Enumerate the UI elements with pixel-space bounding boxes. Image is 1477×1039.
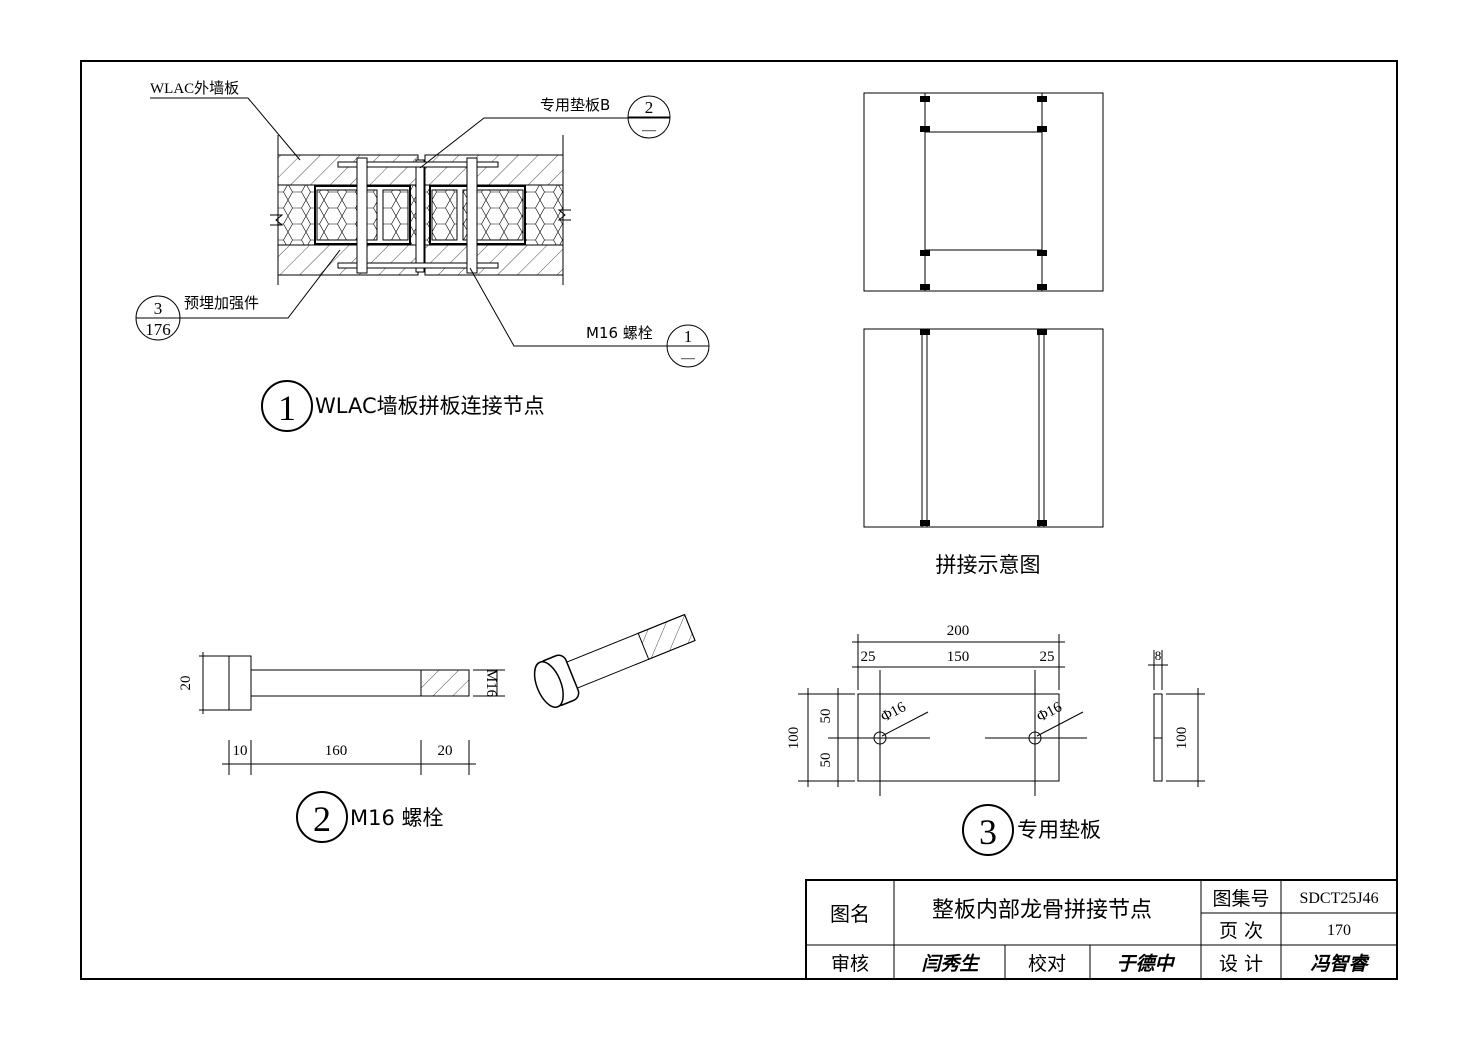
pad-plate <box>798 634 1205 796</box>
svg-text:176: 176 <box>145 320 171 339</box>
schematic-title: 拼接示意图 <box>936 553 1041 577</box>
dim-half-top: 50 <box>818 709 834 724</box>
dim-head-height: 20 <box>178 676 194 691</box>
hole-left: Φ16 <box>878 699 909 726</box>
bolt-elevation <box>199 652 505 775</box>
hole-right: Φ16 <box>1034 699 1065 726</box>
dim-edge-left: 25 <box>861 649 876 665</box>
ref-embed: 3 176 <box>135 295 181 341</box>
title-block <box>805 879 1398 980</box>
svg-text:—: — <box>641 123 657 138</box>
detail-2-title: 2 M16 螺栓 <box>296 791 444 843</box>
sheet-border <box>80 60 1398 980</box>
svg-text:3: 3 <box>979 812 997 852</box>
svg-text:3: 3 <box>154 299 163 318</box>
ref-bolt: 1 — <box>666 324 710 368</box>
dim-height: 100 <box>786 727 802 750</box>
dim-half-bottom: 50 <box>818 753 834 768</box>
label-embed: 预埋加强件 <box>184 294 259 312</box>
dim-thread: M16 <box>483 669 499 698</box>
svg-text:WLAC墙板拼板连接节点: WLAC墙板拼板连接节点 <box>315 394 545 418</box>
svg-text:2: 2 <box>313 799 331 839</box>
page-number: 170 <box>1327 922 1351 939</box>
bolt-3d-view <box>533 613 696 708</box>
design-label: 设 计 <box>1219 953 1263 975</box>
design-signature: 冯智睿 <box>1310 953 1370 975</box>
drawing-name: 整板内部龙骨拼接节点 <box>932 898 1152 923</box>
label-wall: WLAC外墙板 <box>150 79 239 97</box>
svg-text:—: — <box>680 351 696 366</box>
detail-1-section <box>270 135 571 285</box>
svg-text:M16 螺栓: M16 螺栓 <box>350 806 444 830</box>
detail-1-title: 1 WLAC墙板拼板连接节点 <box>261 380 545 432</box>
dim-side-height: 100 <box>1174 727 1190 750</box>
svg-text:2: 2 <box>645 98 654 117</box>
name-label: 图名 <box>830 902 870 926</box>
dim-thickness: 8 <box>1155 648 1162 663</box>
svg-text:1: 1 <box>278 388 296 428</box>
dim-center: 150 <box>947 649 970 665</box>
atlas-label: 图集号 <box>1212 888 1269 910</box>
detail-1-leaders <box>136 97 670 347</box>
review-signature: 闫秀生 <box>921 953 980 975</box>
dim-shank: 160 <box>325 743 348 759</box>
svg-text:1: 1 <box>684 327 693 346</box>
dim-head: 10 <box>233 743 248 759</box>
detail-3-title: 3 专用垫板 <box>962 804 1101 856</box>
ref-pad: 2 — <box>627 95 671 139</box>
dim-thread-len: 20 <box>438 743 453 759</box>
schematic-bottom <box>863 328 1104 528</box>
svg-text:专用垫板: 专用垫板 <box>1017 818 1101 842</box>
check-signature: 于德中 <box>1116 953 1175 975</box>
review-label: 审核 <box>831 953 869 975</box>
schematic-top <box>863 92 1104 292</box>
atlas-number: SDCT25J46 <box>1299 890 1378 907</box>
page-label: 页 次 <box>1219 920 1263 942</box>
label-bolt: M16 螺栓 <box>586 324 653 342</box>
label-pad: 专用垫板B <box>540 96 610 114</box>
check-label: 校对 <box>1028 953 1066 975</box>
dim-edge-right: 25 <box>1040 649 1055 665</box>
dim-total: 200 <box>947 623 970 639</box>
